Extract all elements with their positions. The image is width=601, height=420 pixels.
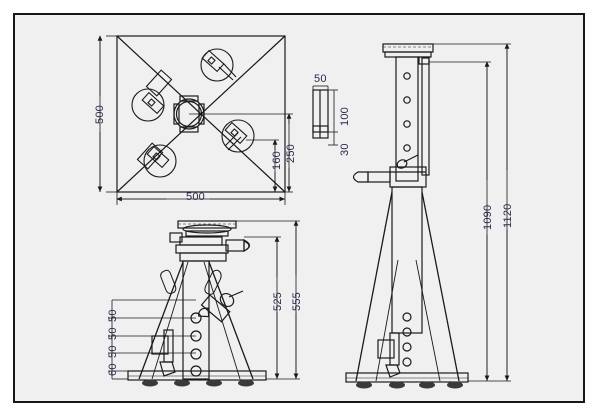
dim-top-height-500: 500 xyxy=(94,105,106,124)
dim-left-step-50c: 50 xyxy=(107,309,119,322)
top-view-caster-ne xyxy=(200,48,237,82)
top-view-dimension-lines xyxy=(97,35,293,205)
top-view-caster-nw xyxy=(131,69,173,122)
left-elevation xyxy=(127,220,267,387)
right-elevation-pin-lever xyxy=(377,332,401,378)
detail-view-foot xyxy=(312,89,329,139)
left-elevation-dimension-lines xyxy=(108,220,300,380)
dim-detail-width-50: 50 xyxy=(314,73,327,85)
dim-right-height-1090: 1090 xyxy=(482,204,494,230)
dim-top-offset-160: 160 xyxy=(271,151,283,170)
left-elevation-handle xyxy=(225,239,251,252)
dim-left-step-50b: 50 xyxy=(107,327,119,340)
dim-top-width-500: 500 xyxy=(186,191,205,203)
dim-right-height-1120: 1120 xyxy=(502,203,514,228)
drawing-border-frame xyxy=(13,13,585,403)
dim-left-height-555: 555 xyxy=(291,292,303,311)
left-elevation-release-lever xyxy=(198,290,244,323)
dim-left-step-50a: 50 xyxy=(107,345,119,358)
top-view-caster-se xyxy=(221,119,255,153)
detail-view-dimension-lines xyxy=(312,85,338,146)
dim-detail-height-30: 30 xyxy=(339,143,351,156)
dim-left-height-525: 525 xyxy=(272,292,284,311)
dim-left-step-60: 60 xyxy=(107,363,119,376)
right-elevation-dimension-lines xyxy=(429,43,511,382)
dim-detail-height-100: 100 xyxy=(339,107,351,126)
left-elevation-leg-slots xyxy=(160,269,222,295)
right-elevation xyxy=(345,43,469,389)
right-elevation-handle xyxy=(352,154,419,183)
dim-top-offset-250: 250 xyxy=(285,144,297,163)
top-view-caster-sw xyxy=(136,142,177,178)
